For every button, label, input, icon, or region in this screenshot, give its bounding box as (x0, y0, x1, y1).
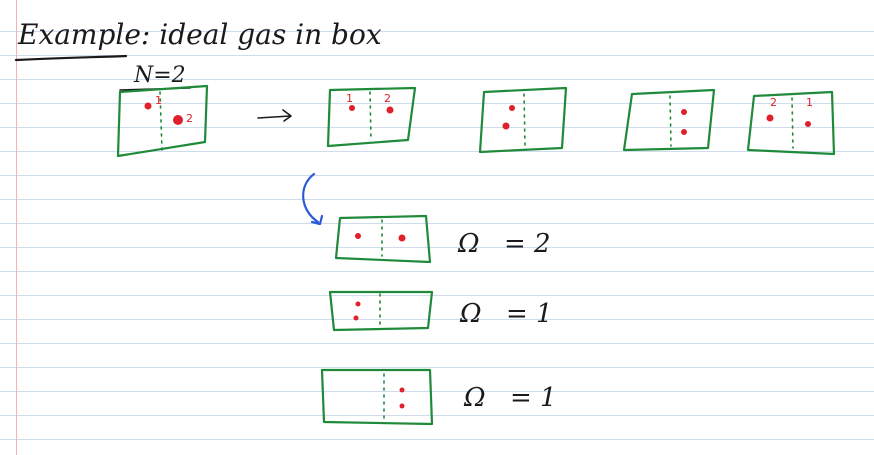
macrostate-row-3 (320, 368, 434, 426)
state-b-particle-2 (502, 122, 510, 130)
state-d-label-1: 1 (806, 96, 813, 109)
particle-label-1: 1 (155, 94, 162, 107)
state-b-particle-1 (509, 105, 515, 111)
macrostate-row-2 (328, 290, 434, 332)
box-state-d: 2 1 (746, 90, 836, 156)
row1-particle-1 (355, 233, 361, 239)
curved-arrow-icon (302, 172, 324, 226)
state-c-particle-1 (681, 109, 687, 115)
state-a-particle-1 (349, 105, 355, 111)
state-a-label-1: 1 (346, 92, 353, 105)
state-d-particle-1 (766, 114, 774, 122)
heading-underline (14, 54, 128, 62)
macrostate-row-1 (334, 214, 432, 264)
row2-particle-1 (355, 301, 361, 307)
row2-particle-2 (353, 315, 359, 321)
state-a-particle-2 (386, 106, 394, 114)
particle-count-label: N=2 (133, 63, 186, 88)
state-d-label-2: 2 (770, 96, 777, 109)
row1-particle-2 (398, 234, 406, 242)
margin-line (16, 0, 17, 455)
particle-2 (173, 115, 183, 125)
omega-3-value: = 1 (510, 383, 557, 413)
particle-label-2: 2 (186, 112, 193, 125)
box-state-a: 1 2 (326, 86, 417, 148)
row3-particle-2 (399, 403, 405, 409)
omega-1-value: = 2 (504, 229, 551, 259)
box-initial: 1 2 (116, 84, 209, 158)
omega-2-symbol: Ω (459, 299, 482, 329)
state-c-particle-2 (681, 129, 687, 135)
arrow-right (257, 109, 292, 122)
box-state-b (478, 86, 568, 154)
omega-1-symbol: Ω (457, 229, 480, 259)
omega-3-symbol: Ω (463, 383, 486, 413)
box-state-c (622, 88, 716, 152)
state-a-label-2: 2 (384, 92, 391, 105)
particle-1 (144, 102, 152, 110)
state-d-particle-2 (805, 121, 811, 127)
omega-2-value: = 1 (506, 299, 553, 329)
row3-particle-1 (399, 387, 405, 393)
heading-text: Example: ideal gas in box (17, 18, 382, 51)
